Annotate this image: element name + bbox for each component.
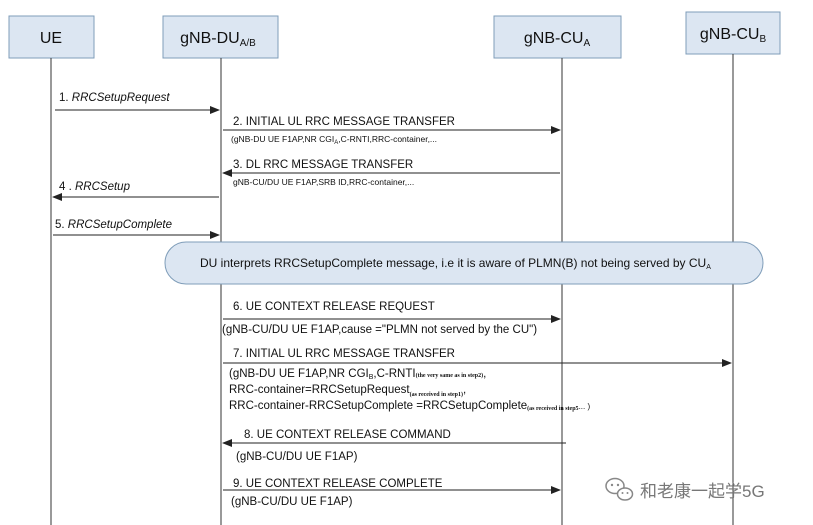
entity-gnb-cu-b: gNB-CUB xyxy=(685,11,781,55)
watermark-text: 和老康一起学5G xyxy=(640,482,765,501)
wechat-icon xyxy=(605,477,634,501)
message-7-name: 7. INITIAL UL RRC MESSAGE TRANSFER xyxy=(233,348,455,360)
watermark: 和老康一起学5G xyxy=(605,477,765,501)
message-4-name: RRCSetup xyxy=(75,181,131,193)
message-3: 3. DL RRC MESSAGE TRANSFER gNB-CU/DU UE … xyxy=(222,159,560,187)
message-6: 6. UE CONTEXT RELEASE REQUEST (gNB-CU/DU… xyxy=(222,301,561,336)
message-7-line3: RRC-container-RRCSetupComplete =RRCSetup… xyxy=(229,400,590,412)
entity-gnb-cu-a: gNB-CUA xyxy=(493,15,622,59)
message-5-name: RRCSetupComplete xyxy=(68,219,172,231)
entity-ue-label: UE xyxy=(40,30,62,47)
entity-gnb-cu-a-label: gNB-CU xyxy=(524,30,584,47)
message-8-name: 8. UE CONTEXT RELEASE COMMAND xyxy=(244,429,451,441)
message-7-line1: (gNB-DU UE F1AP,NR CGIB,C-RNTI(the very … xyxy=(229,368,486,381)
svg-text:(gNB-DU UE F1AP,NR CGIA,C-RNTI: (gNB-DU UE F1AP,NR CGIA,C-RNTI,RRC-conta… xyxy=(231,134,437,146)
entity-gnb-du-label: gNB-DU xyxy=(180,30,240,47)
message-1-name: RRCSetupRequest xyxy=(72,92,171,104)
message-4: 4 . RRCSetup xyxy=(52,181,219,201)
note-text: DU interprets RRCSetupComplete message, … xyxy=(200,256,706,270)
svg-text:DU interprets RRCSetupComplete: DU interprets RRCSetupComplete message, … xyxy=(200,256,711,271)
svg-text:4 . RRCSetup: 4 . RRCSetup xyxy=(59,181,131,193)
message-3-name: 3. DL RRC MESSAGE TRANSFER xyxy=(233,159,413,171)
svg-text:gNB-DUA/B: gNB-DUA/B xyxy=(180,30,256,49)
message-2-params: (gNB-DU UE F1AP,NR CGI xyxy=(231,134,334,144)
message-1-num: 1. xyxy=(59,92,69,104)
message-8-params: (gNB-CU/DU UE F1AP) xyxy=(236,451,358,463)
message-2-name: 2. INITIAL UL RRC MESSAGE TRANSFER xyxy=(233,116,455,128)
message-8: 8. UE CONTEXT RELEASE COMMAND (gNB-CU/DU… xyxy=(222,429,566,463)
message-3-params: gNB-CU/DU UE F1AP,SRB ID,RRC-container,.… xyxy=(233,177,414,187)
entity-gnb-cu-b-sub: B xyxy=(759,34,766,45)
message-7: 7. INITIAL UL RRC MESSAGE TRANSFER (gNB-… xyxy=(223,348,732,412)
entity-gnb-du: gNB-DUA/B xyxy=(162,15,279,59)
message-6-name: 6. UE CONTEXT RELEASE REQUEST xyxy=(233,301,435,313)
message-1: 1. RRCSetupRequest xyxy=(55,92,220,114)
message-6-params: (gNB-CU/DU UE F1AP,cause ="PLMN not serv… xyxy=(222,324,537,336)
entity-gnb-du-sub: A/B xyxy=(240,38,256,49)
message-9-name: 9. UE CONTEXT RELEASE COMPLETE xyxy=(233,478,443,490)
entity-gnb-cu-a-sub: A xyxy=(583,38,590,49)
message-9-params: (gNB-CU/DU UE F1AP) xyxy=(231,496,353,508)
message-4-num: 4 . xyxy=(59,181,72,193)
note-du-interprets: DU interprets RRCSetupComplete message, … xyxy=(164,241,764,285)
entity-gnb-cu-b-label: gNB-CU xyxy=(700,26,760,43)
svg-text:gNB-CUA: gNB-CUA xyxy=(524,30,591,49)
message-2: 2. INITIAL UL RRC MESSAGE TRANSFER (gNB-… xyxy=(223,116,561,146)
svg-text:5. RRCSetupComplete: 5. RRCSetupComplete xyxy=(55,219,172,231)
note-sub: A xyxy=(706,264,711,271)
svg-text:gNB-CUB: gNB-CUB xyxy=(700,26,767,45)
svg-text:1. RRCSetupRequest: 1. RRCSetupRequest xyxy=(59,92,170,104)
message-5: 5. RRCSetupComplete xyxy=(53,219,220,239)
message-9: 9. UE CONTEXT RELEASE COMPLETE (gNB-CU/D… xyxy=(223,478,561,508)
message-5-num: 5. xyxy=(55,219,65,231)
entity-ue: UE xyxy=(8,15,95,59)
message-7-line2: RRC-container=RRCSetupRequest(as receive… xyxy=(229,384,466,398)
